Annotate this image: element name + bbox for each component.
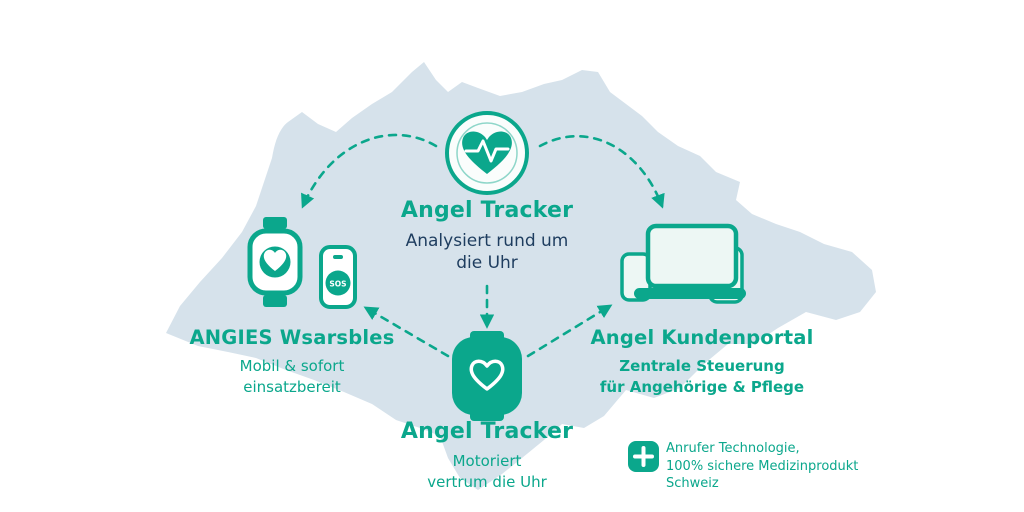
laptop-base-icon	[634, 288, 746, 299]
laptop-screen-icon	[645, 223, 739, 289]
sos-label: SOS	[329, 280, 346, 289]
node-portal-label: Angel Kundenportal Zentrale Steuerung fü…	[591, 326, 814, 398]
badge-line2: 100% sichere Medizinprodukt	[666, 458, 859, 474]
tracker-top-desc-line2: die Uhr	[456, 253, 518, 273]
arrow-top-to-wearables	[301, 133, 438, 209]
badge-line3: Schweiz	[666, 476, 719, 491]
watch-heart-icon	[452, 331, 522, 421]
tracker-watch-desc-line2: vertrum die Uhr	[427, 473, 547, 491]
heart-icon	[469, 359, 505, 391]
tracker-watch-heading: Angel Tracker	[400, 419, 574, 444]
wearables-heading: ANGIES Wsarsbles	[189, 326, 395, 349]
sos-device-icon: SOS	[319, 245, 357, 309]
portal-heading: Angel Kundenportal	[590, 326, 814, 349]
heart-icon	[263, 249, 287, 271]
tracker-top-desc-line1: Analysiert rund um	[405, 231, 569, 251]
badge-text: Anrufer Technologie, 100% sichere Medizi…	[666, 440, 858, 493]
arrow-watch-to-portal	[526, 304, 613, 358]
plus-square-icon	[628, 441, 659, 472]
arrow-watch-to-wearables	[363, 306, 450, 358]
node-wearables-label: ANGIES Wsarsbles Mobil & sofort einsatzb…	[190, 326, 395, 398]
multi-device-icon	[620, 223, 746, 304]
pulse-line-icon	[464, 139, 510, 163]
smartwatch-heart-icon	[247, 217, 303, 307]
wearables-desc-line1: Mobil & sofort	[239, 357, 345, 375]
portal-desc-line1: Zentrale Steuerung	[619, 357, 785, 375]
wearables-desc-line2: einsatzbereit	[243, 378, 341, 396]
heart-pulse-circle-icon	[445, 111, 529, 195]
badge-line1: Anrufer Technologie,	[666, 441, 800, 456]
portal-desc-line2: für Angehörige & Pflege	[599, 378, 805, 396]
tracker-watch-desc-line1: Motoriert	[452, 452, 522, 470]
switzerland-map	[166, 62, 876, 490]
tracker-top-heading: Angel Tracker	[400, 198, 574, 223]
arrow-top-to-portal	[538, 135, 665, 209]
node-tracker-top-label: Angel Tracker Analysiert rund um die Uhr	[401, 198, 573, 274]
node-tracker-watch-label: Angel Tracker Motoriert vertrum die Uhr	[401, 419, 573, 493]
